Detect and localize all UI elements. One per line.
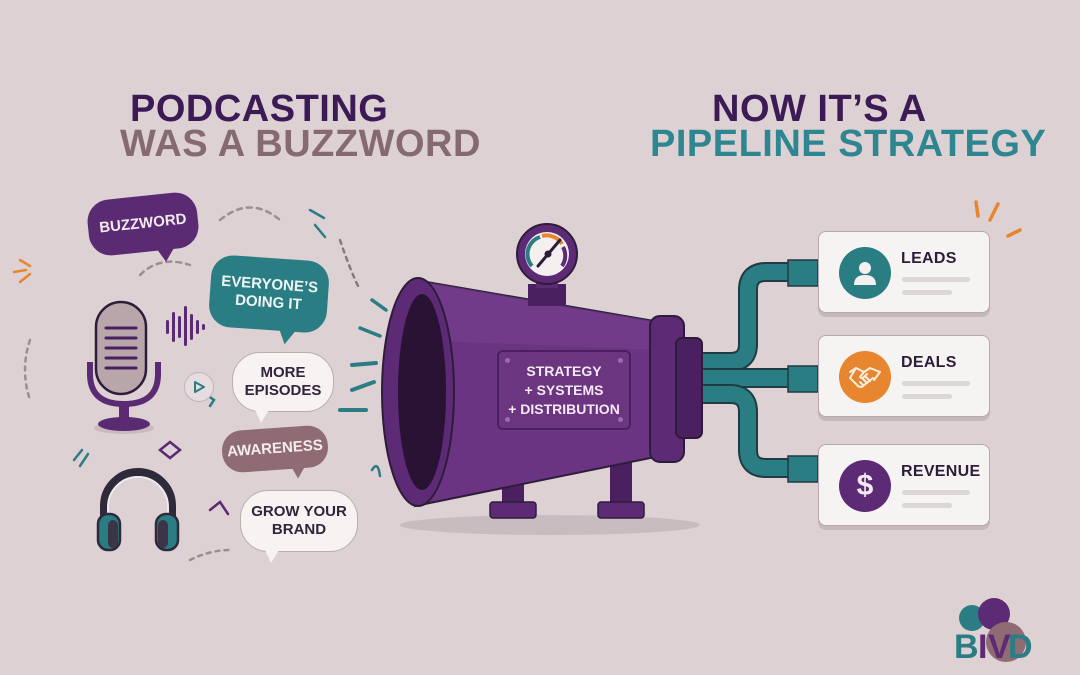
- user-icon: [839, 247, 891, 299]
- placeholder-line: [902, 394, 952, 399]
- right-heading-line1: Now it’s a: [712, 88, 927, 130]
- output-card-revenue: $ Revenue: [818, 444, 990, 526]
- placeholder-line: [902, 503, 952, 508]
- output-label-deals: Deals: [901, 354, 957, 371]
- placeholder-line: [902, 277, 970, 282]
- plate-line-strategy: Strategy: [526, 363, 602, 379]
- strategy-plate: Strategy + Systems + Distribution: [497, 350, 631, 430]
- bubble-awareness: Awareness: [220, 424, 330, 474]
- output-card-leads: Leads: [818, 231, 990, 313]
- pipes: [690, 259, 822, 483]
- left-heading-line2: Was a Buzzword: [120, 123, 481, 165]
- svg-text:B: B: [954, 628, 979, 666]
- microphone-icon: [87, 300, 161, 434]
- bubble-grow-your-brand: Grow Your Brand: [240, 490, 358, 563]
- svg-text:V: V: [988, 628, 1011, 666]
- pressure-gauge-icon: [517, 224, 577, 284]
- play-icon: [184, 372, 214, 402]
- bubble-everyones-doing-it: Everyone’s Doing It: [207, 253, 331, 335]
- placeholder-line: [902, 290, 952, 295]
- left-heading-line1: Podcasting: [130, 88, 389, 130]
- dollar-icon: $: [839, 460, 891, 512]
- headphones-icon: [96, 468, 180, 552]
- svg-text:I: I: [978, 628, 987, 666]
- output-label-leads: Leads: [901, 250, 957, 267]
- bubble-more-episodes: More Episodes: [232, 352, 334, 423]
- plate-line-systems: + Systems: [524, 382, 604, 398]
- spark-icon: [974, 200, 1022, 238]
- plate-line-distribution: + Distribution: [508, 401, 620, 417]
- handshake-icon: [839, 351, 891, 403]
- placeholder-line: [902, 381, 970, 386]
- bivd-logo: B I V D: [950, 596, 1040, 666]
- placeholder-line: [902, 490, 970, 495]
- right-heading-line2: Pipeline Strategy: [650, 123, 1047, 165]
- svg-text:D: D: [1008, 628, 1033, 666]
- doodle-scribbles: [12, 206, 388, 562]
- output-label-revenue: Revenue: [901, 463, 981, 480]
- output-card-deals: Deals: [818, 335, 990, 417]
